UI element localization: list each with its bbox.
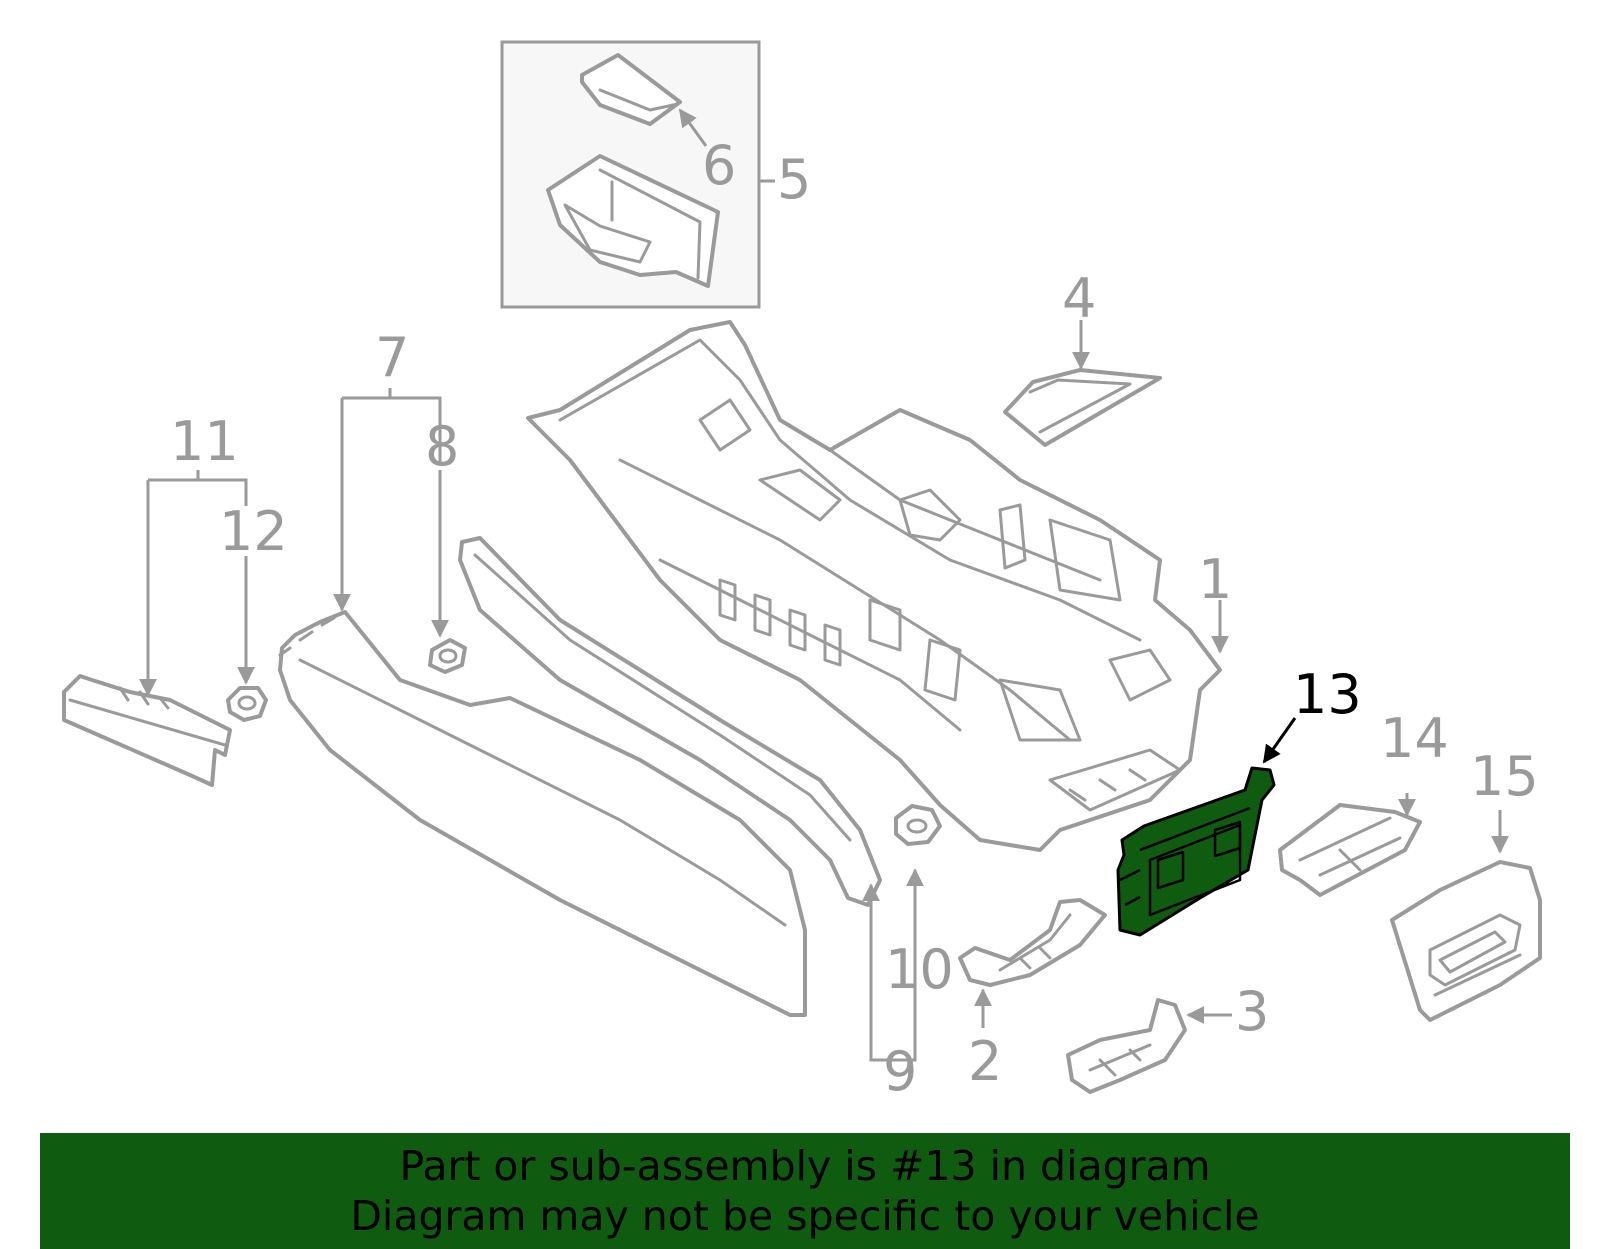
part-2-bracket[interactable]: [958, 898, 1107, 1028]
part-10-nut[interactable]: [894, 804, 942, 846]
info-banner: Part or sub-assembly is #13 in diagram D…: [40, 1133, 1570, 1249]
banner-line-1: Part or sub-assembly is #13 in diagram: [399, 1142, 1211, 1190]
part-11-trim-strip[interactable]: [62, 674, 232, 787]
part-12-nut[interactable]: [226, 686, 268, 722]
part-1-console-body[interactable]: [526, 320, 1229, 852]
callout-2: 2: [968, 1030, 1002, 1093]
part-6-lid[interactable]: [580, 53, 682, 126]
callout-11: 11: [170, 410, 239, 473]
part-5-storage-bin[interactable]: [546, 154, 720, 288]
callout-4: 4: [1062, 267, 1096, 330]
part-8-clip[interactable]: [428, 638, 467, 674]
part-3-bracket[interactable]: [1066, 998, 1232, 1094]
callout-13: 13: [1293, 663, 1362, 726]
callout-10: 10: [885, 938, 954, 1001]
callout-1: 1: [1198, 548, 1232, 611]
callout-9: 9: [883, 1040, 917, 1103]
callout-5: 5: [777, 148, 811, 211]
callout-12: 12: [219, 500, 288, 563]
part-15-trim-panel[interactable]: [1390, 810, 1542, 1022]
part-9-side-panel[interactable]: [458, 536, 924, 1062]
callout-6: 6: [702, 134, 736, 197]
part-4-cover[interactable]: [1003, 320, 1162, 447]
callout-8: 8: [425, 415, 459, 478]
part-5-inset[interactable]: [500, 40, 775, 309]
callout-7: 7: [375, 326, 409, 389]
part-14-bracket[interactable]: [1278, 793, 1422, 897]
callout-3: 3: [1235, 980, 1269, 1043]
callout-14: 14: [1380, 707, 1449, 770]
part-7-side-trim[interactable]: [278, 610, 807, 1017]
banner-line-2: Diagram may not be specific to your vehi…: [350, 1192, 1260, 1240]
callout-15: 15: [1470, 745, 1539, 808]
part-13-rear-panel[interactable]: [1116, 717, 1297, 937]
